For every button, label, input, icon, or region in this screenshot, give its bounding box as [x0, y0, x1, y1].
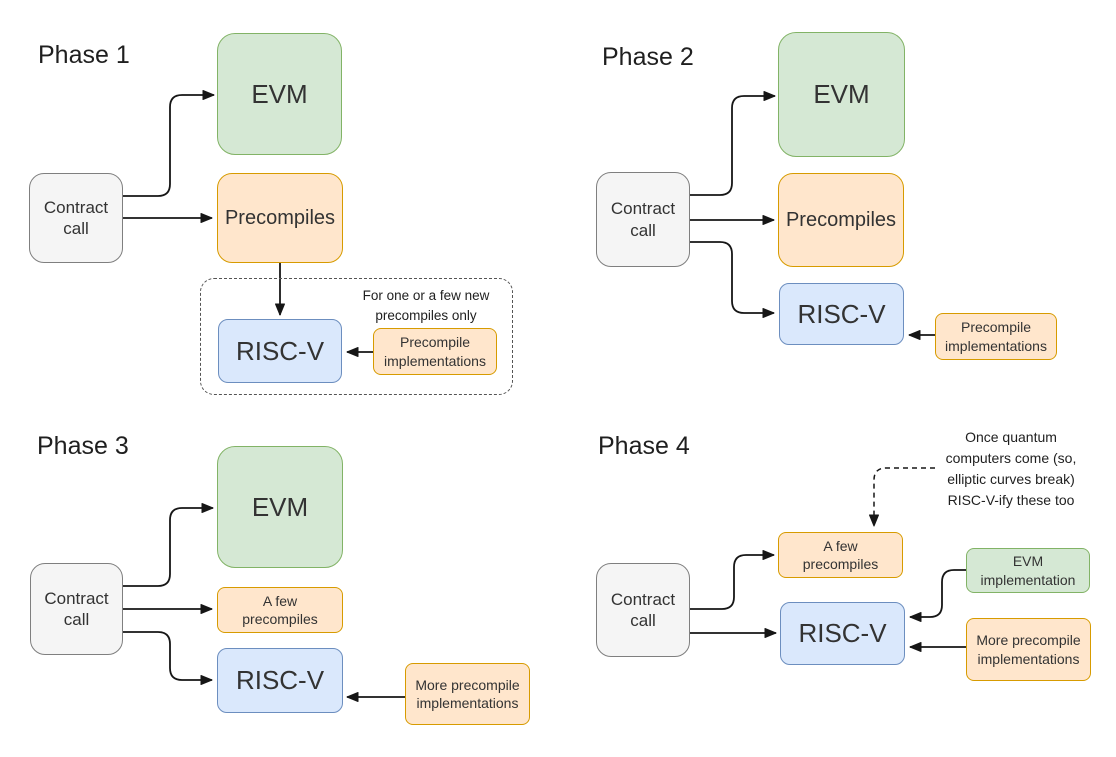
arrow-p3-contract-to-riscv: [122, 631, 213, 685]
node-p4-contract-call: Contract call: [596, 563, 690, 657]
phase-4-label: Phase 4: [598, 432, 690, 460]
p4-annotation-text: Once quantum computers come (so, ellipti…: [945, 429, 1077, 508]
node-p2-evm: EVM: [778, 32, 905, 157]
phase-3-label: Phase 3: [37, 432, 129, 460]
phase-2-label: Phase 2: [602, 43, 694, 71]
arrow-p2-contract-to-riscv: [689, 241, 775, 318]
arrow-p4-contract-to-few-precompiles: [689, 550, 775, 610]
node-p1-risc-v: RISC-V: [218, 319, 342, 383]
phase-1-dashed-group: [200, 278, 513, 395]
node-p2-contract-call: Contract call: [596, 172, 690, 267]
node-p3-contract-call: Contract call: [30, 563, 123, 655]
node-p3-evm: EVM: [217, 446, 343, 568]
node-p4-a-few-precompiles: A few precompiles: [778, 532, 903, 578]
arrow-p4-annotation-to-few-precompiles: [869, 467, 935, 527]
node-p1-precompiles: Precompiles: [217, 173, 343, 263]
node-p1-contract-call: Contract call: [29, 173, 123, 263]
arrow-p2-contract-to-evm: [689, 91, 776, 196]
node-p2-risc-v: RISC-V: [779, 283, 904, 345]
p1-note-text: For one or a few new precompiles only: [362, 288, 490, 323]
node-p3-risc-v: RISC-V: [217, 648, 343, 713]
node-p1-evm: EVM: [217, 33, 342, 155]
node-p2-precompiles: Precompiles: [778, 173, 904, 267]
arrow-p3-contract-to-evm: [122, 503, 214, 587]
phase-1-label: Phase 1: [38, 41, 130, 69]
node-p4-evm-implementation: EVM implementation: [966, 548, 1090, 593]
node-p1-precompile-implementations: Precompile implementations: [373, 328, 497, 375]
node-p3-more-precompile-implementations: More precompile implementations: [405, 663, 530, 725]
node-p3-a-few-precompiles: A few precompiles: [217, 587, 343, 633]
arrow-p1-contract-to-evm: [122, 90, 215, 197]
node-p4-risc-v: RISC-V: [780, 602, 905, 665]
node-p2-precompile-implementations: Precompile implementations: [935, 313, 1057, 360]
arrow-p4-evm-implementation-to-riscv: [909, 569, 967, 622]
node-p4-more-precompile-implementations: More precompile implementations: [966, 618, 1091, 681]
